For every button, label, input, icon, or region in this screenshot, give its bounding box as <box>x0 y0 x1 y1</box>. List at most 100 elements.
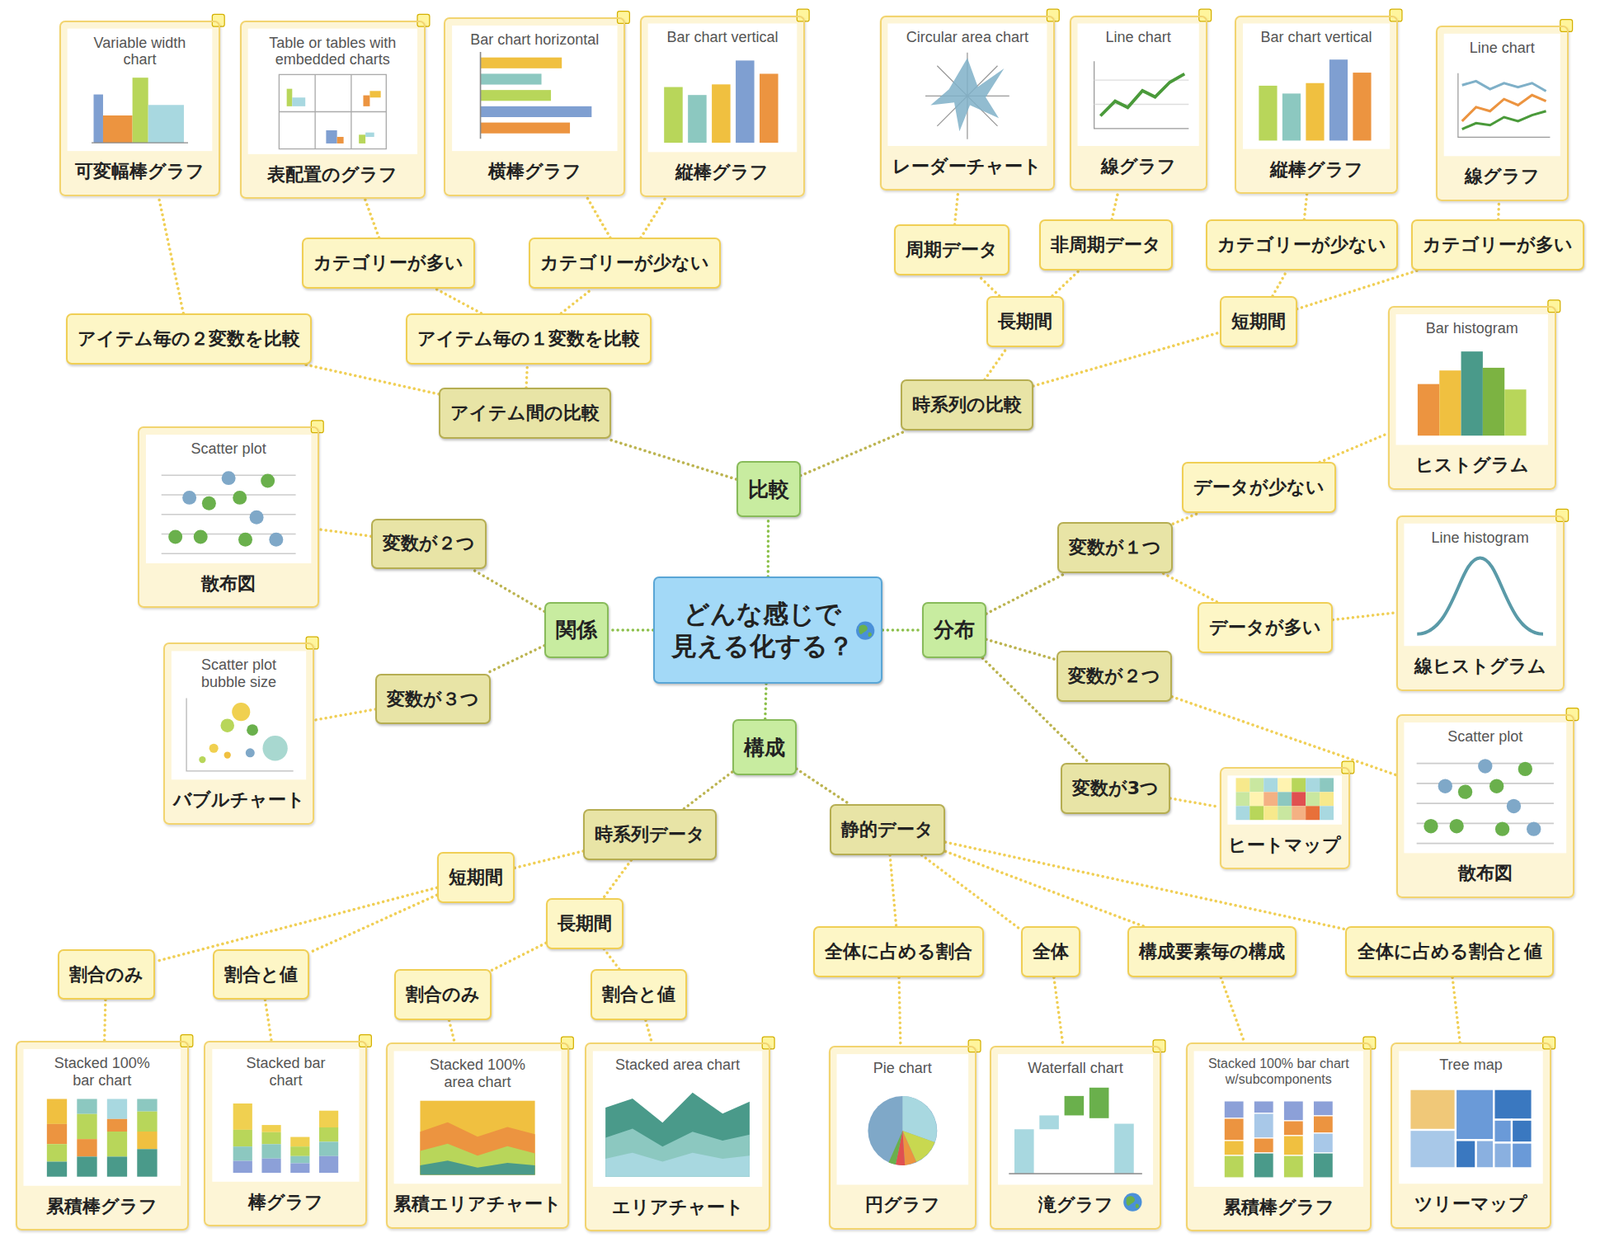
chart-shape <box>1008 1087 1143 1174</box>
main-branch: 構成 <box>732 719 797 776</box>
chart-shape <box>837 1054 970 1185</box>
chart-card: Variable width chart可変幅棒グラフ <box>59 20 221 197</box>
chart-shape <box>989 1045 1162 1230</box>
leaf-branch: カテゴリーが多い <box>1411 219 1585 271</box>
chart-title: Line chart <box>1448 39 1557 57</box>
chart-shape <box>868 632 872 637</box>
chart-shape <box>592 1050 763 1187</box>
chart-label: ヒートマップ <box>1228 823 1342 868</box>
card-ground <box>1219 761 1355 870</box>
dotted-connector <box>472 569 545 612</box>
chart-shape <box>925 52 1010 140</box>
chart-shape <box>1258 59 1371 141</box>
main-branch: 比較 <box>736 461 801 518</box>
leaf-branch: 割合と値 <box>590 969 688 1021</box>
chart-shape <box>145 434 311 564</box>
chart-card: Stacked 100% area chart累積エリアチャート <box>385 1042 570 1229</box>
leaf-branch: カテゴリーが少ない <box>528 237 721 289</box>
chart-label: 累積棒グラフ <box>1223 1185 1335 1230</box>
node-label: 割合と値 <box>602 982 676 1008</box>
chart-shape <box>1227 775 1342 824</box>
chart-shape <box>1417 351 1527 436</box>
chart-title: Table or tables with embedded charts <box>252 34 414 69</box>
node-label: 変数が２つ <box>1068 663 1161 689</box>
sub-branch: アイテム間の比較 <box>438 387 612 439</box>
chart-title: Stacked bar chart <box>245 1054 327 1089</box>
leaf-branch: 短期間 <box>1219 296 1298 348</box>
card-ground <box>385 1036 575 1229</box>
node-label: 変数が3つ <box>1072 776 1159 801</box>
dotted-connector <box>796 768 850 805</box>
node-label: 変数が３つ <box>386 687 480 712</box>
node-label: 比較 <box>748 475 790 504</box>
sub-branch: 時系列データ <box>583 809 717 861</box>
chart-label: 線ヒストグラム <box>1414 644 1547 689</box>
chart-shape <box>480 51 593 139</box>
chart-shape <box>394 1050 562 1184</box>
chart-shape <box>443 17 626 197</box>
chart-shape <box>1403 523 1556 646</box>
leaf-branch: データが多い <box>1197 602 1333 654</box>
chart-shape <box>1126 1195 1135 1206</box>
chart-title: Stacked area chart <box>597 1056 758 1074</box>
chart-card: Table or tables with embedded charts表配置の… <box>240 20 426 200</box>
chart-label: バブルチャート <box>173 777 306 823</box>
chart-shape <box>451 25 617 151</box>
chart-title: Variable width chart <box>76 34 203 69</box>
chart-title: Circular area chart <box>891 28 1043 47</box>
chart-title: Pie chart <box>840 1059 965 1078</box>
chart-title: Tree map <box>1402 1056 1539 1074</box>
chart-shape <box>1403 722 1567 853</box>
chart-card: Bar histogramヒストグラム <box>1388 305 1557 490</box>
card-ground <box>1435 19 1573 202</box>
leaf-branch: 構成要素毎の構成 <box>1127 926 1297 978</box>
dotted-connector <box>314 709 376 720</box>
dotted-connector <box>435 288 481 314</box>
chart-card: Line chart線グラフ <box>1435 25 1569 202</box>
node-label: 短期間 <box>1231 309 1286 335</box>
chart-shape <box>858 624 867 635</box>
dotted-connector <box>319 529 371 537</box>
chart-shape <box>1444 33 1561 156</box>
node-label: 関係 <box>555 616 598 644</box>
chart-card: Bar chart vertical縦棒グラフ <box>1234 15 1398 195</box>
dotted-connector <box>640 197 667 239</box>
dotted-connector <box>898 977 901 1046</box>
chart-label: レーダーチャート <box>892 144 1042 189</box>
dotted-connector <box>683 771 733 810</box>
dotted-connector <box>526 364 528 388</box>
leaf-branch: 割合のみ <box>394 969 492 1021</box>
sub-branch: 静的データ <box>829 804 946 856</box>
chart-shape <box>648 23 798 152</box>
dotted-connector <box>303 364 439 395</box>
dotted-connector <box>1163 573 1218 603</box>
chart-title: Scatter plot <box>150 440 308 458</box>
leaf-branch: 全体に占める割合 <box>813 926 984 978</box>
chart-shape <box>605 1092 750 1177</box>
chart-shape <box>1396 515 1565 692</box>
dotted-connector <box>1111 190 1119 220</box>
chart-shape <box>1416 758 1554 843</box>
chart-label: 線グラフ <box>1101 144 1177 189</box>
chart-card: Circular area chart レーダーチャート <box>880 15 1056 192</box>
dotted-connector <box>1319 433 1389 463</box>
card-ground <box>1069 9 1212 191</box>
chart-label: 散布図 <box>1458 851 1513 896</box>
chart-card: Line histogram線ヒストグラム <box>1396 515 1565 692</box>
chart-title: Stacked 100% bar chart w/subcomponents <box>1198 1056 1360 1088</box>
chart-title: Waterfall chart <box>1002 1059 1149 1078</box>
node-label: どんな感じで 見える化する？ <box>668 597 858 663</box>
chart-shape <box>211 1049 359 1182</box>
chart-card: Bar chart horizontal横棒グラフ <box>443 17 626 197</box>
chart-title: Bar histogram <box>1399 320 1544 338</box>
dotted-connector <box>978 275 999 297</box>
dotted-connector <box>603 949 620 970</box>
chart-label: 累積エリアチャート <box>393 1181 562 1227</box>
chart-shape <box>867 1096 937 1166</box>
chart-shape <box>1235 777 1334 820</box>
chart-label: 累積棒グラフ <box>46 1184 158 1229</box>
leaf-branch: 割合と値 <box>212 949 310 1001</box>
dotted-connector <box>365 198 380 238</box>
dotted-connector <box>264 999 272 1041</box>
